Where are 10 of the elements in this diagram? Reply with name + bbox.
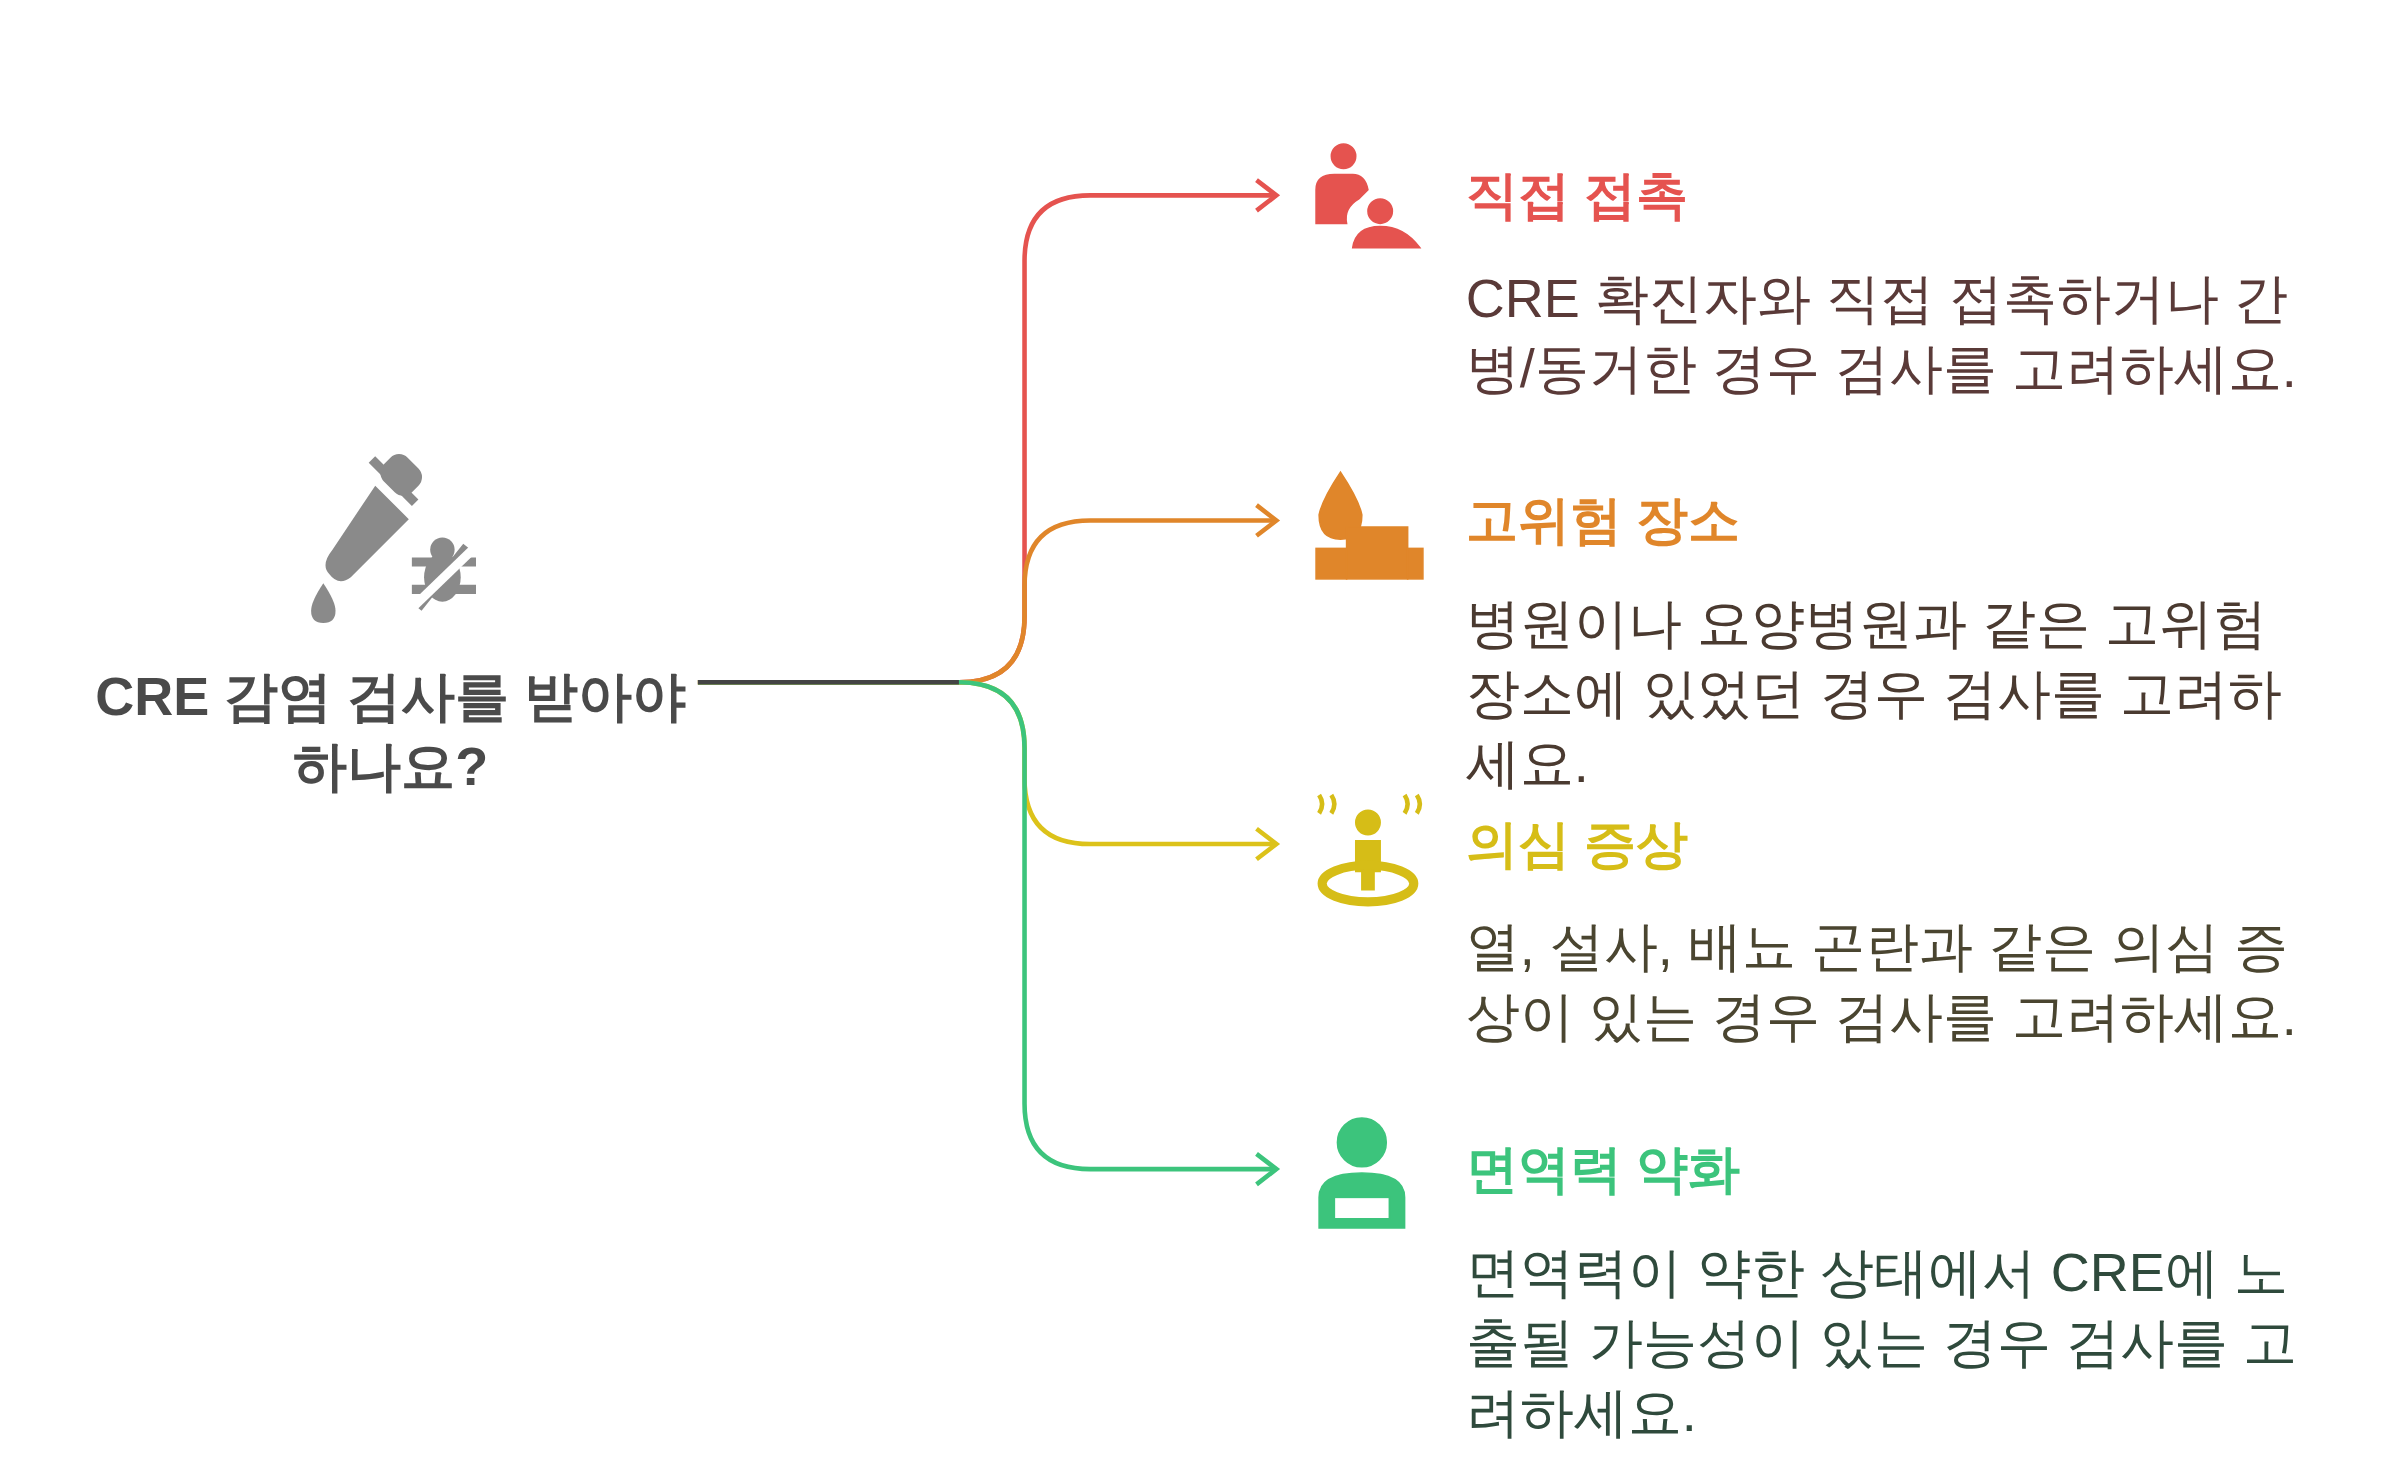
- branch-title: 면역력 약화: [1465, 1138, 1741, 1199]
- branch-title: 고위험 장소: [1465, 490, 1741, 551]
- branch-title: 직접 접촉: [1465, 164, 1689, 225]
- connector-line: [697, 679, 959, 685]
- branch-title: 의심 증상: [1465, 813, 1689, 874]
- branch-description: 열, 설사, 배뇨 곤란과 같은 의심 증상이 있는 경우 검사를 고려하세요.: [1465, 915, 2298, 1049]
- branch-description: CRE 확진자와 직접 접촉하거나 간병/동거한 경우 검사를 고려하세요.: [1465, 266, 2298, 400]
- branch-description: 병원이나 요양병원과 같은 고위험 장소에 있었던 경우 검사를 고려하세요.: [1465, 591, 2283, 795]
- branch-description: 면역력이 약한 상태에서 CRE에 노출될 가능성이 있는 경우 검사를 고려하세요.: [1465, 1240, 2298, 1444]
- question-text: CRE 감염 검사를 받아야 하나요?: [94, 665, 688, 799]
